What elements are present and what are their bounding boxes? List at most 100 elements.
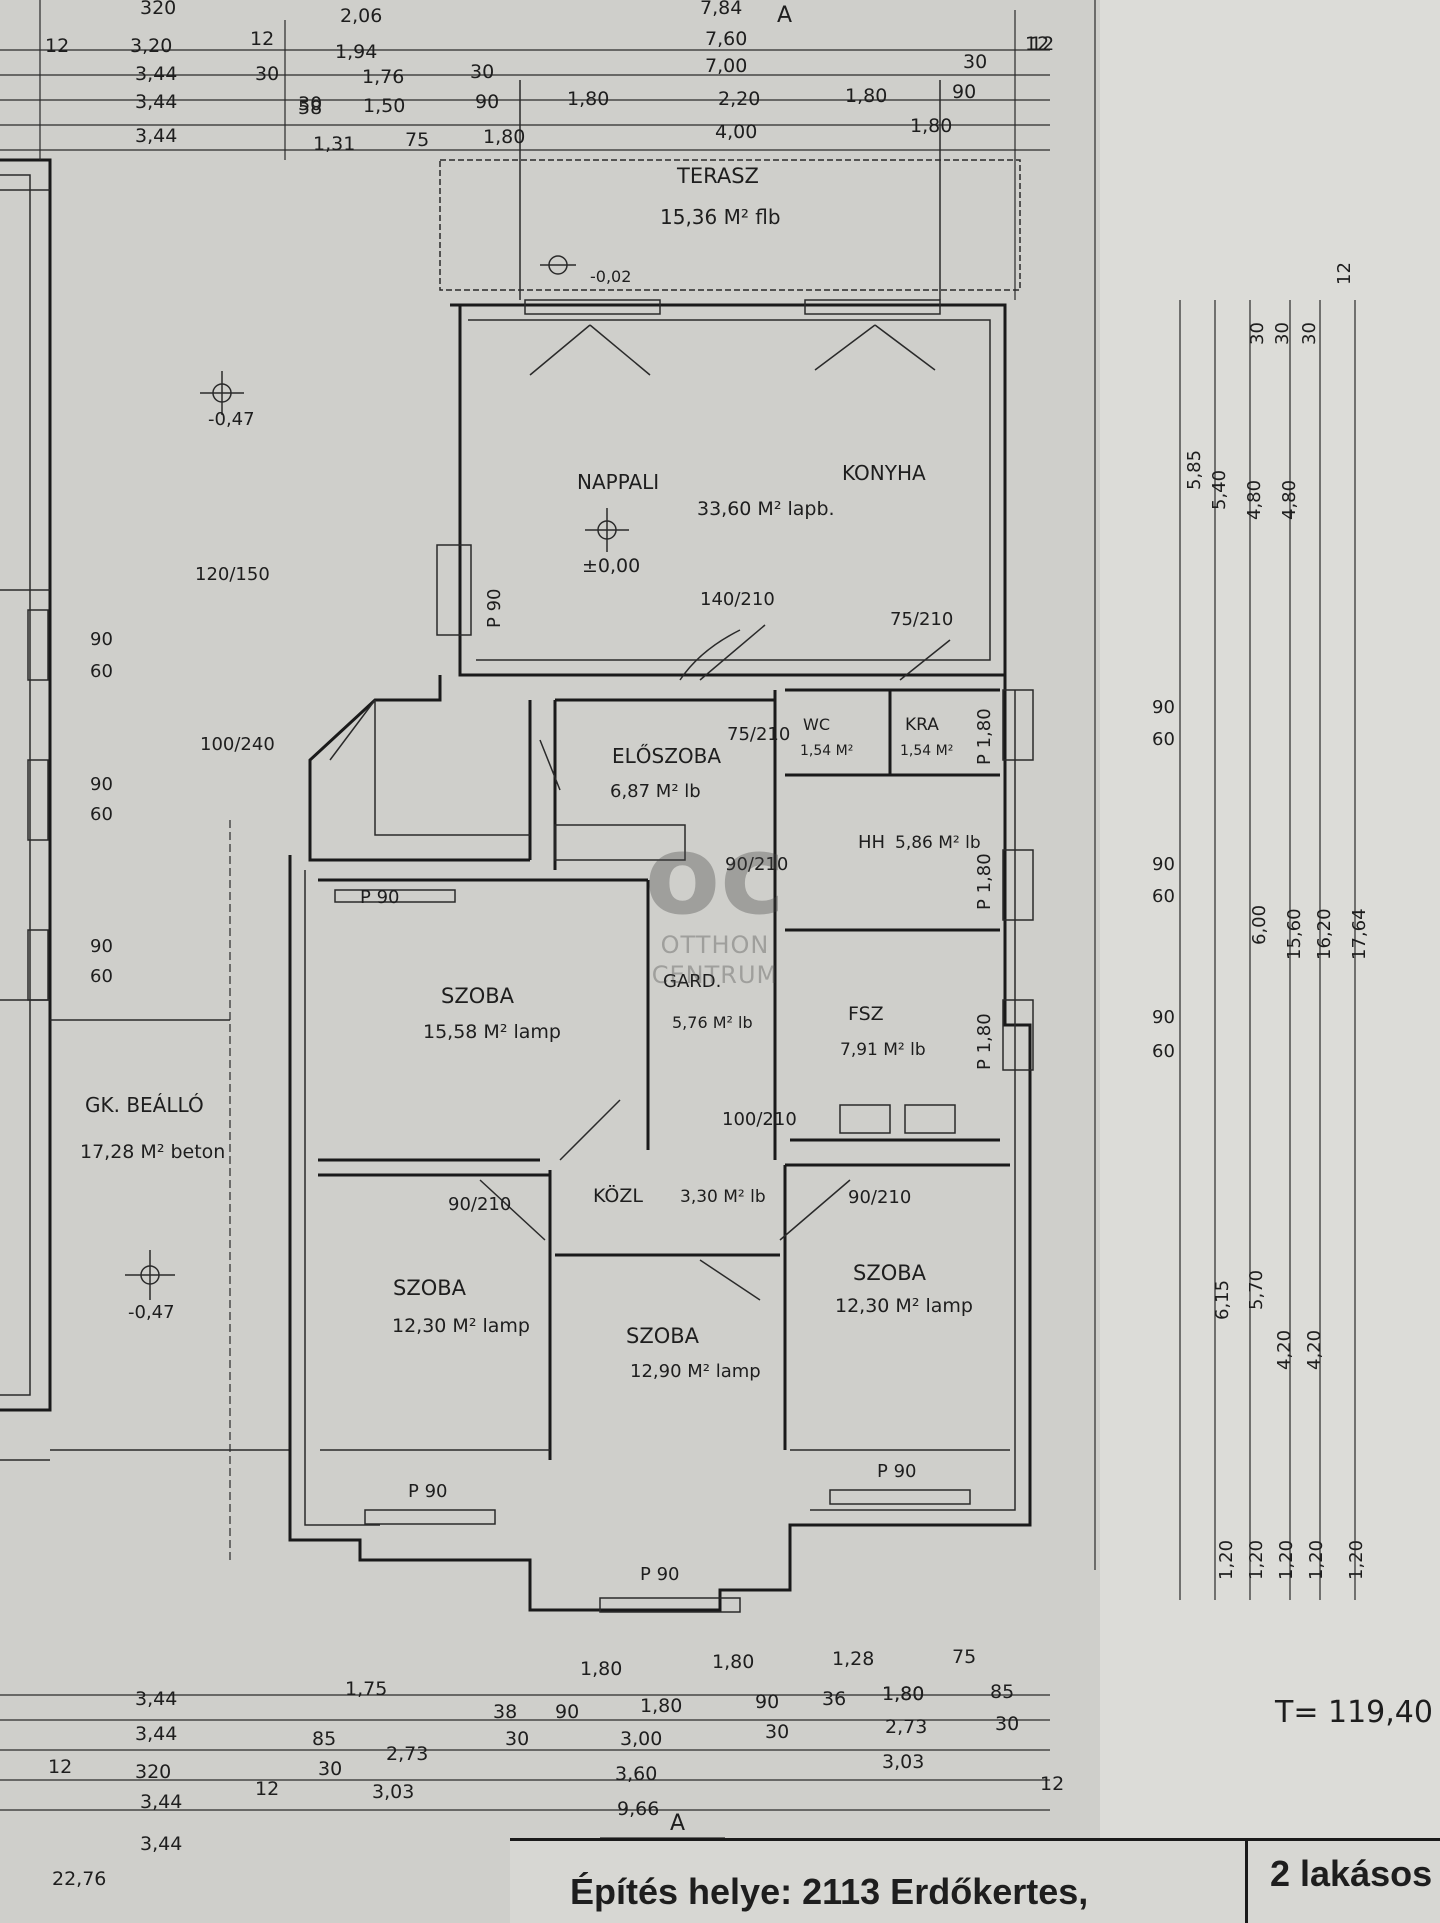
dim-bottom: 30: [505, 1728, 529, 1750]
dim-bottom: 30: [318, 1758, 342, 1780]
terrace-outline: [439, 80, 1021, 300]
bottom-dimension-labels: 1,75 1,80 1,80 1,28 75 1,80 3,44 85 38 9…: [48, 1646, 1064, 1890]
dim-top: 1,80: [910, 115, 952, 137]
dim-top: 2,06: [340, 5, 382, 27]
hh-name: HH: [858, 832, 885, 853]
dim-bottom: 3,44: [135, 1723, 177, 1745]
dim-bottom: 90: [755, 1691, 779, 1713]
door-label: 140/210: [700, 589, 775, 610]
dim-bottom: 75: [952, 1646, 976, 1668]
dim-bottom: 320: [135, 1761, 171, 1783]
opening-left: 60: [90, 804, 113, 825]
nappali-level: ±0,00: [582, 555, 640, 577]
dim-bottom: 3,00: [620, 1728, 662, 1750]
dim-bottom: 3,03: [372, 1781, 414, 1803]
gk-name: GK. BEÁLLÓ: [85, 1093, 204, 1117]
section-mark-top: A: [777, 3, 792, 28]
dim-bottom: 12: [48, 1756, 72, 1778]
door-swings: [479, 624, 951, 1301]
dim-top: 3,20: [130, 35, 172, 57]
dim-right: 4,20: [1304, 1330, 1325, 1370]
total-area: T= 119,40 M: [1274, 1695, 1440, 1730]
opening-labels: 90 60 90 60 90 60 90 60 90 60 90 60 P 90…: [90, 564, 1175, 1585]
dim-right: 6,00: [1249, 905, 1270, 945]
dim-bottom: 12: [255, 1778, 279, 1800]
dim-right: 17,64: [1349, 908, 1370, 960]
dim-right: 4,80: [1244, 480, 1265, 520]
dim-bottom: 1,80: [640, 1695, 682, 1717]
dim-bottom: 1,80: [882, 1683, 924, 1705]
watermark-brand-1: OTTHON: [660, 931, 770, 959]
watermark: oc OTTHON CENTRUM: [640, 820, 790, 990]
dim-top: 2,20: [718, 88, 760, 110]
szoba4-area: 12,30 M² lamp: [835, 1295, 973, 1317]
kozl-area: 3,30 M² lb: [680, 1187, 766, 1207]
szoba2-name: SZOBA: [393, 1276, 467, 1300]
room-labels: TERASZ 15,36 M² flb NAPPALI ±0,00 KONYHA…: [80, 164, 981, 1382]
dim-top: 12: [45, 35, 69, 57]
dim-bottom: 22,76: [52, 1868, 106, 1890]
opening-left: 90: [90, 774, 113, 795]
door-label: 100/240: [200, 734, 275, 755]
opening-right: 90: [1152, 697, 1175, 718]
carport-outline: [50, 820, 290, 1560]
dim-top: 1,50: [363, 95, 405, 117]
door-label: 90/210: [848, 1187, 911, 1208]
dim-right: 1,20: [1276, 1540, 1297, 1580]
level-outside-bottom: -0,47: [128, 1302, 175, 1323]
dim-top: 1,80: [845, 85, 887, 107]
p90-label: P 90: [408, 1481, 447, 1502]
dim-bottom: 1,28: [832, 1648, 874, 1670]
hh-area: 5,86 M² lb: [895, 833, 981, 853]
level-markers: [125, 255, 629, 1300]
wc-name: WC: [803, 715, 830, 734]
right-windows: [1002, 689, 1034, 1071]
dim-top: 90: [475, 91, 499, 113]
opening-right: 90: [1152, 1007, 1175, 1028]
gard-area: 5,76 M² lb: [672, 1013, 753, 1032]
dim-right: 4,20: [1274, 1330, 1295, 1370]
dim-top: 7,00: [705, 55, 747, 77]
title-block: Építés helye: 2113 Erdőkertes, 2 lakásos: [510, 1838, 1440, 1923]
eloszoba-name: ELŐSZOBA: [612, 744, 721, 768]
dim-top: 12: [1030, 33, 1054, 55]
top-dimension-labels: 320 2,06 7,84 12 3,20 12 7,60 12 3,44 30…: [45, 0, 1054, 155]
dim-top: 1,80: [567, 88, 609, 110]
dim-top: 30: [470, 61, 494, 83]
wc-area: 1,54 M²: [800, 743, 853, 759]
title-block-divider: [1245, 1841, 1248, 1923]
door-label: 90/210: [448, 1194, 511, 1215]
dim-bottom: 1,80: [882, 1683, 924, 1705]
opening-right: 90: [1152, 854, 1175, 875]
fsz-name: FSZ: [848, 1003, 884, 1025]
p90-label: P 90: [877, 1461, 916, 1482]
gk-area: 17,28 M² beton: [80, 1141, 225, 1163]
wall-hatch: [0, 189, 50, 1461]
dimension-lines: [0, 0, 1356, 1811]
watermark-brand-2: CENTRUM: [651, 961, 779, 989]
dim-bottom: 12: [1040, 1773, 1064, 1795]
p90-label: P 90: [360, 887, 399, 908]
dim-top: 30: [298, 93, 322, 115]
dim-right: 1,20: [1216, 1540, 1237, 1580]
terasz-name: TERASZ: [676, 164, 759, 188]
dim-bottom: 85: [312, 1728, 336, 1750]
dim-right: 5,85: [1184, 450, 1205, 490]
dim-bottom: 85: [990, 1681, 1014, 1703]
level-labels: -0,47 -0,47 -0,02: [128, 267, 631, 1323]
dim-top: 58: [298, 97, 322, 119]
fsz-area: 7,91 M² lb: [840, 1040, 926, 1060]
szoba3-area: 12,90 M² lamp: [630, 1361, 761, 1382]
dim-right: 12: [1334, 262, 1355, 285]
level-terrace: -0,02: [590, 267, 631, 286]
szoba4-name: SZOBA: [853, 1261, 927, 1285]
dim-right: 5,40: [1209, 470, 1230, 510]
dim-bottom: 90: [555, 1701, 579, 1723]
dim-top: 30: [255, 63, 279, 85]
dim-top: 12: [1025, 33, 1049, 55]
p180-label: P 1,80: [974, 708, 995, 765]
bathroom-fixtures: [554, 824, 956, 1134]
neighbour-unit-walls: [0, 158, 52, 1412]
dim-bottom: 36: [822, 1688, 846, 1710]
